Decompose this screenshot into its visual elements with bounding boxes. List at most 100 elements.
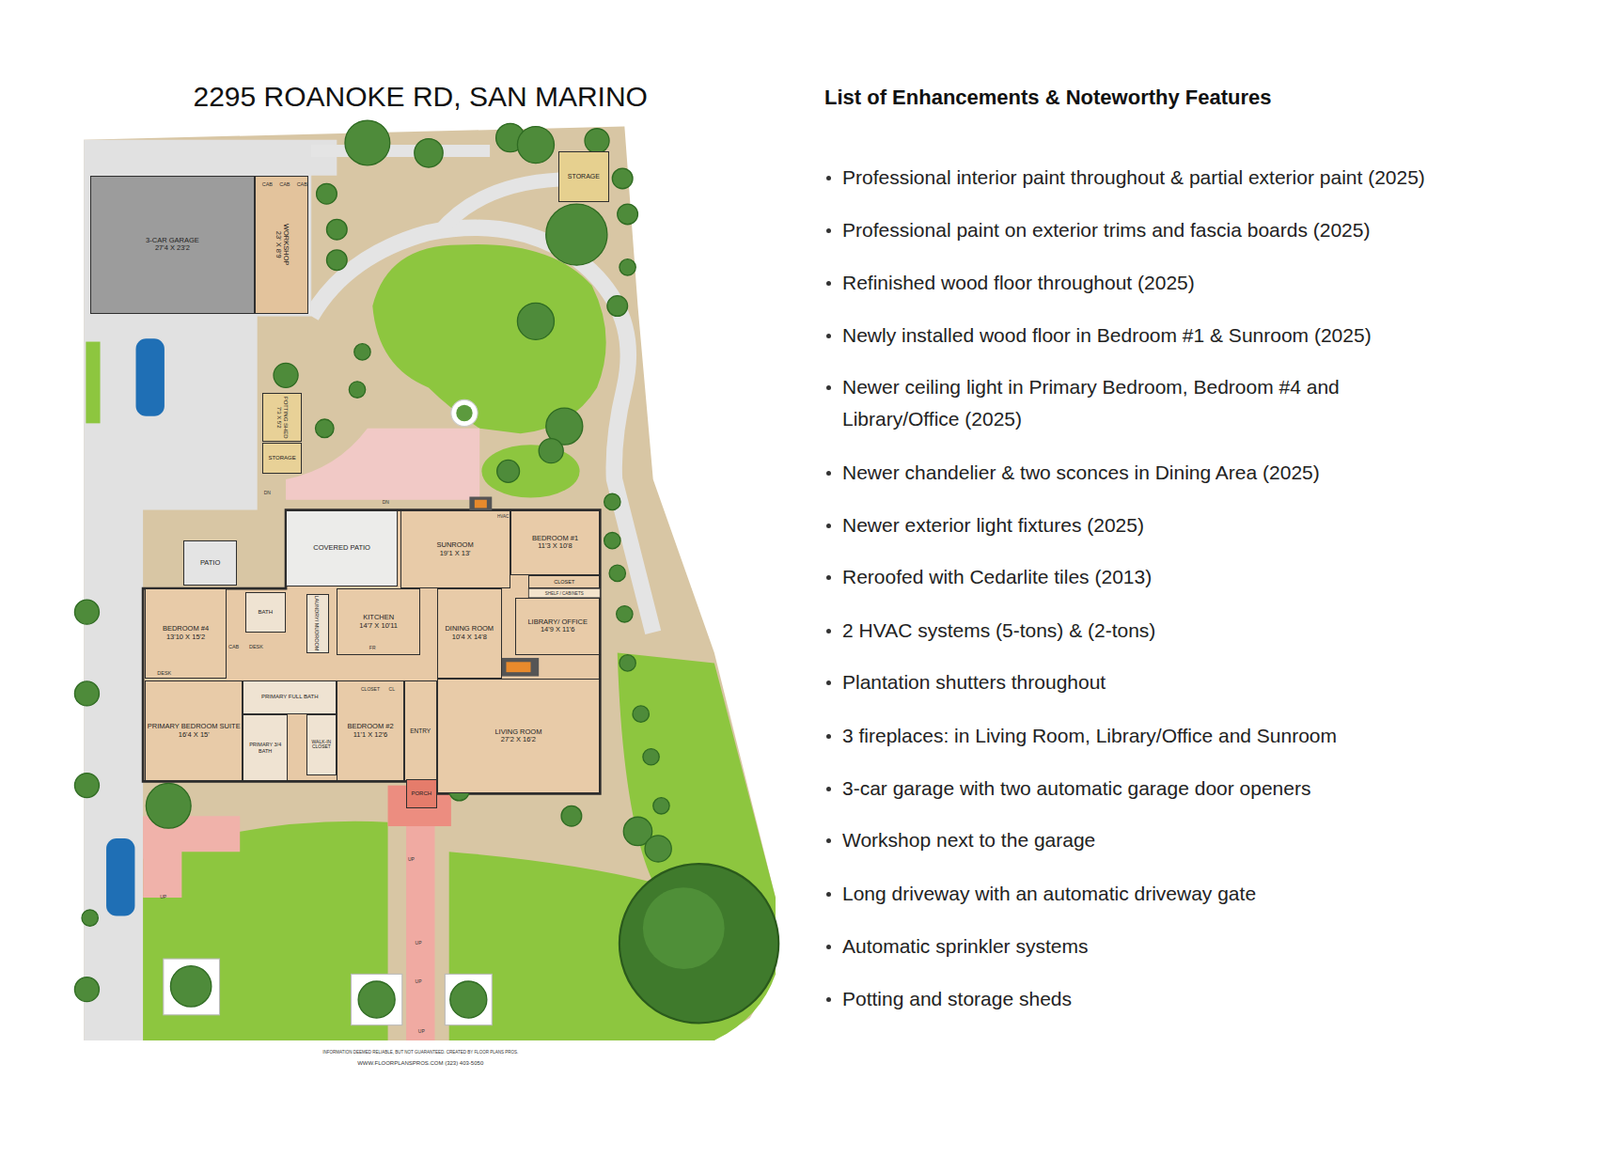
room-dimension: 27'2 X 16'2 [501,736,536,745]
plan-shape [632,705,649,722]
plan-tag: DESK [249,643,264,650]
room-name: DINING ROOM [444,625,494,634]
bullet [826,892,832,897]
room-dimension: 27'4 X 23'2 [155,244,190,253]
plan-shape [653,798,670,815]
fireplace-fire [474,500,487,509]
feature-item: Newer exterior light fixtures (2025) [842,509,1145,542]
plan-shape [358,981,395,1019]
side-lawn [481,444,580,498]
plan-shape [643,749,659,766]
room-label-group: BEDROOM #111'3 X 10'8 [511,511,600,575]
feature-item: Automatic sprinkler systems [842,930,1088,963]
feature-item: Potting and storage sheds [842,983,1072,1016]
plan-shape [561,805,582,827]
plan-shape [611,168,633,189]
plan-tag: CLOSET [360,687,380,693]
room-box: PRIMARY BEDROOM SUITE16'4 X 15' [144,680,243,782]
room-box: STORAGE [262,442,302,474]
room-box: LIVING ROOM27'2 X 16'2 [437,678,601,795]
feature-item: 3-car garage with two automatic garage d… [842,772,1311,805]
plan-tag: CAB [262,181,273,188]
room-label-group: PRIMARY FULL BATH [243,681,336,714]
room-box: CLOSET [528,575,600,589]
plan-tag: UP [159,894,167,901]
room-dimension: 14'9 X 11'6 [540,626,576,635]
room-box: STORAGE [558,151,610,203]
car [136,338,165,416]
plan-shape [345,120,391,166]
room-label-group: LAUNDRY/ MUDROOM [307,595,329,653]
plan-tag: UP [418,1030,425,1036]
fireplace [469,497,492,512]
bullet [826,628,832,634]
room-name: LIVING ROOM [494,728,542,738]
feature-item: Refinished wood floor throughout (2025) [842,266,1195,299]
room-box: LIBRARY/ OFFICE14'9 X 11'6 [515,597,600,656]
plan-shape [546,203,608,266]
room-dimension: 7'3 X 5'2 [275,406,283,428]
room-box: PRIMARY 3/4 BATH [242,714,288,783]
plan-shape [619,655,636,672]
room-box: SUNROOM19'1 X 13' [400,510,511,590]
room-label-group: DINING ROOM10'4 X 14'8 [438,589,502,678]
plan-tag: DESK [156,670,172,676]
plan-shape [584,128,610,154]
bullet [826,175,832,181]
bullet [826,523,832,529]
plan-shape [351,973,403,1025]
plan-shape [354,344,371,361]
fireplace-fire [505,661,531,673]
room-label-group: WALK-IN CLOSET [307,715,337,775]
trees [74,120,672,1019]
plan-shape [619,259,636,276]
room-label-group: POTTING SHED7'3 X 5'2 [263,393,301,441]
feature-item: Professional interior paint throughout &… [842,161,1426,194]
room-label-group: SUNROOM19'1 X 13' [401,511,510,589]
bullet [826,944,832,950]
room-label-group: STORAGE [263,443,301,473]
room-box: BEDROOM #111'3 X 10'8 [510,510,601,576]
feature-item: Reroofed with Cedarlite tiles (2013) [842,561,1152,594]
room-box: PORCH [406,779,438,808]
car [106,838,135,916]
plan-shape [497,459,520,483]
plan-shape [74,977,99,1003]
room-name: PRIMARY FULL BATH [261,693,318,701]
plan-shape [74,599,99,625]
plan-shape [517,126,554,164]
room-dimension: 16'4 X 15' [178,731,210,740]
feature-item: 3 fireplaces: in Living Room, Library/Of… [842,720,1337,753]
plan-shape [604,493,621,510]
room-label-group: 3-CAR GARAGE27'4 X 23'2 [91,176,255,314]
front-walk [406,805,435,1041]
plan-tag: CAB [228,643,239,650]
room-label-group: CLOSET [529,576,599,588]
room-name: ENTRY [409,727,431,735]
planters [163,958,492,1026]
plan-shape [273,362,299,388]
feature-item: 2 HVAC systems (5-tons) & (2-tons) [842,614,1156,647]
plan-shape [616,606,633,623]
plan-tag: UP [415,941,423,947]
bullet [826,333,832,339]
room-dimension: 14'7 X 10'11 [359,622,398,631]
bullet [826,575,832,581]
garden-path [311,144,490,157]
room-box: POTTING SHED7'3 X 5'2 [262,392,302,442]
bullet [826,734,832,739]
plan-title: 2295 ROANOKE RD, SAN MARINO [192,80,647,113]
plan-shape [316,183,338,204]
plan-tag: DN [264,491,271,498]
plan-tag: HVAC [497,515,509,520]
plan-tag: DN [382,500,390,506]
room-dimension: 11'1 X 12'6 [353,731,389,740]
hedge [85,342,100,424]
bullet [826,680,832,686]
plan-shape [315,419,335,439]
room-name: STORAGE [268,454,297,462]
plan-shape [74,681,99,706]
garden-path [439,179,560,233]
room-label-group: PRIMARY BEDROOM SUITE16'4 X 15' [145,681,242,781]
